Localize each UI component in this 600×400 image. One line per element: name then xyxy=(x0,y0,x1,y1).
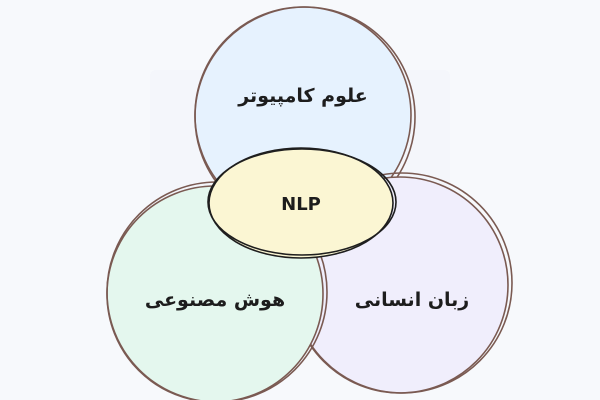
center-outline-sketch-nlp xyxy=(207,148,397,256)
label-computer-science: علوم کامپیوتر xyxy=(237,85,368,107)
venn-center-nlp xyxy=(207,147,397,259)
center-outline-nlp xyxy=(208,147,394,259)
label-nlp: NLP xyxy=(281,194,321,215)
label-ai: هوش مصنوعی xyxy=(145,289,285,311)
center-shape-nlp xyxy=(209,148,393,258)
label-linguistics: زبان انسانی xyxy=(355,289,470,311)
